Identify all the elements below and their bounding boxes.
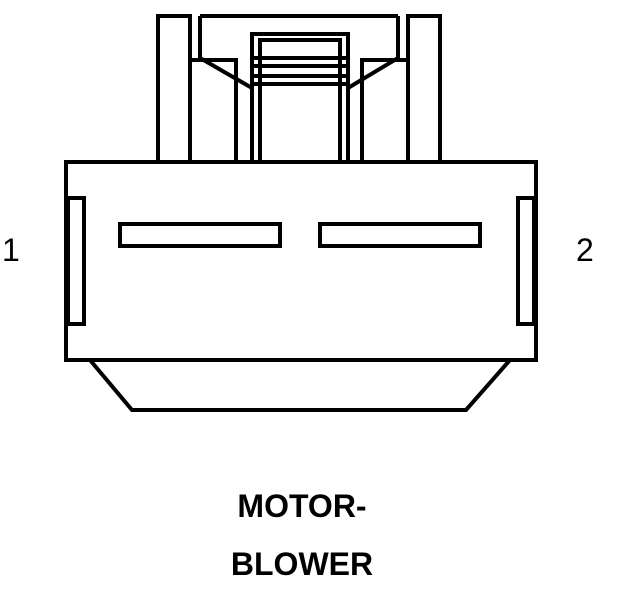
pin-1-label: 1 <box>2 232 20 268</box>
connector-body <box>64 160 538 362</box>
connector-lock-tab <box>250 32 350 162</box>
terminal-slot-1 <box>118 222 282 248</box>
terminal-slot-2 <box>318 222 482 248</box>
connector-base <box>88 358 512 412</box>
side-key-left <box>66 196 86 326</box>
pin-2-label: 2 <box>576 232 594 268</box>
connector-latch-housing <box>156 14 442 162</box>
connector-name-line-2: BLOWER <box>230 546 374 582</box>
connector-name-line-1: MOTOR- <box>237 488 367 524</box>
side-key-right <box>516 196 536 326</box>
